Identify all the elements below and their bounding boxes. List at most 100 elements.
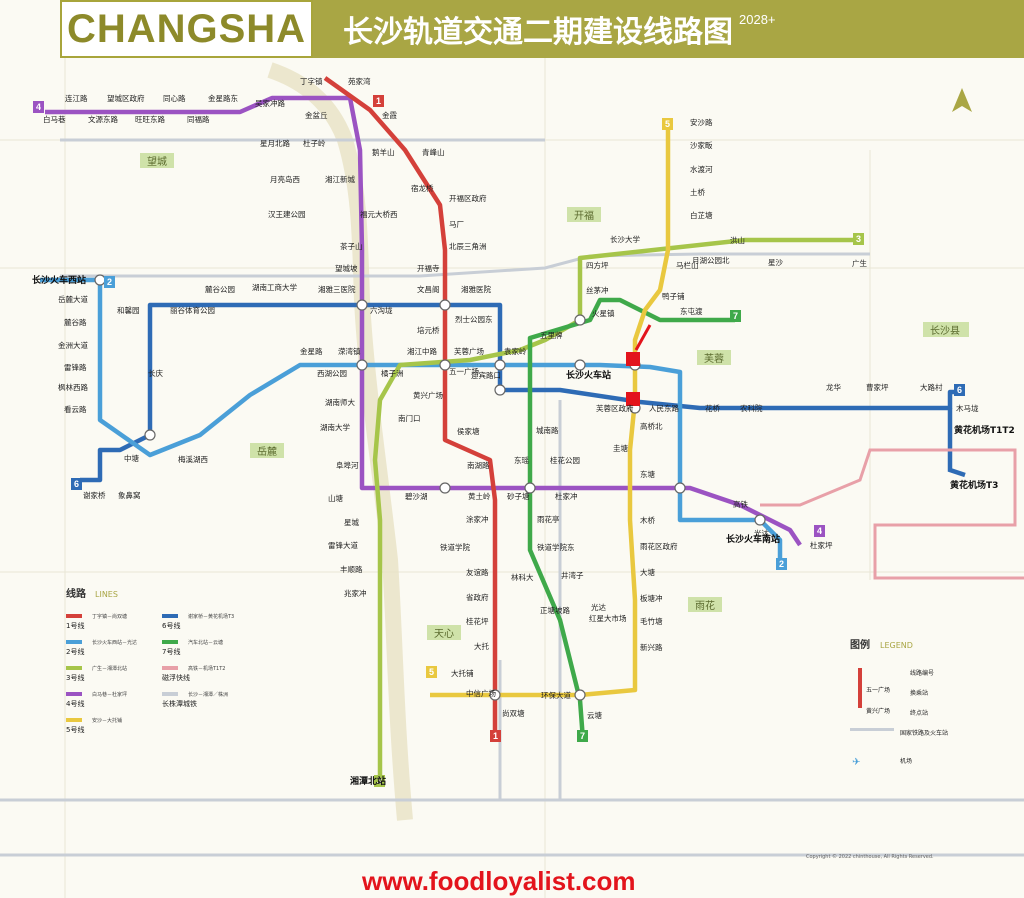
svg-text:谢家桥－黄花机场T3: 谢家桥－黄花机场T3 <box>188 613 234 620</box>
svg-text:井湾子: 井湾子 <box>561 570 584 580</box>
svg-text:高桥北: 高桥北 <box>640 421 663 431</box>
svg-text:宿龙桥: 宿龙桥 <box>411 183 434 193</box>
svg-text:4: 4 <box>817 526 822 536</box>
svg-text:花桥: 花桥 <box>705 403 720 413</box>
svg-text:中塘: 中塘 <box>124 453 139 463</box>
svg-text:白马巷－杜家坪: 白马巷－杜家坪 <box>92 691 127 698</box>
svg-text:苑家湾: 苑家湾 <box>348 76 371 86</box>
svg-text:6号线: 6号线 <box>162 621 180 630</box>
svg-text:丽谷体育公园: 丽谷体育公园 <box>170 305 215 315</box>
svg-text:板塘冲: 板塘冲 <box>640 593 663 603</box>
svg-text:文昌阁: 文昌阁 <box>417 284 440 294</box>
svg-text:橘子洲: 橘子洲 <box>381 368 404 378</box>
svg-text:雨花区政府: 雨花区政府 <box>640 541 678 551</box>
svg-text:五一广场: 五一广场 <box>449 366 479 376</box>
svg-text:袁家岭: 袁家岭 <box>504 346 527 356</box>
svg-text:木马垅: 木马垅 <box>956 403 979 413</box>
svg-text:换乘站: 换乘站 <box>910 689 928 697</box>
svg-text:涂家冲: 涂家冲 <box>466 514 489 524</box>
svg-text:溁湾镇: 溁湾镇 <box>338 346 361 356</box>
svg-text:5号线: 5号线 <box>66 725 84 734</box>
svg-text:吴家冲路: 吴家冲路 <box>255 98 285 108</box>
svg-text:线路: 线路 <box>66 587 87 600</box>
svg-text:尚双塘: 尚双塘 <box>502 708 525 718</box>
svg-text:铁道学院: 铁道学院 <box>440 542 470 552</box>
svg-text:福元大桥西: 福元大桥西 <box>360 209 398 219</box>
svg-text:2: 2 <box>779 559 784 569</box>
major-stations: 长沙火车西站 长沙火车站 长沙火车南站 湘潭北站 黄花机场T1T2 黄花机场T3 <box>32 274 1015 787</box>
svg-text:铁道学院东: 铁道学院东 <box>537 542 575 552</box>
svg-text:3: 3 <box>377 776 382 786</box>
svg-text:金洲大道: 金洲大道 <box>58 340 88 350</box>
svg-text:丁字镇: 丁字镇 <box>300 76 323 86</box>
svg-text:培元桥: 培元桥 <box>417 325 440 335</box>
svg-text:2: 2 <box>107 277 112 287</box>
svg-text:中信广场: 中信广场 <box>466 688 496 698</box>
svg-text:林科大: 林科大 <box>511 572 534 582</box>
svg-text:黄花机场T3: 黄花机场T3 <box>950 479 998 491</box>
svg-text:新兴路: 新兴路 <box>640 642 663 652</box>
svg-text:黄兴广场: 黄兴广场 <box>413 390 443 400</box>
svg-text:金盆丘: 金盆丘 <box>305 110 328 120</box>
line-1-route <box>323 76 498 740</box>
svg-text:雨花亭: 雨花亭 <box>537 514 560 524</box>
svg-text:高铁－机场T1T2: 高铁－机场T1T2 <box>188 665 225 672</box>
svg-text:安沙路: 安沙路 <box>690 117 713 127</box>
district-labels: 望城 开福 长沙县 芙蓉 岳麓 雨花 天心 <box>140 153 969 640</box>
svg-text:湘江新城: 湘江新城 <box>325 174 355 184</box>
svg-text:六沟垅: 六沟垅 <box>370 305 393 315</box>
svg-text:丰顺路: 丰顺路 <box>340 564 363 574</box>
svg-text:火星镇: 火星镇 <box>592 308 615 318</box>
svg-text:和馨园: 和馨园 <box>117 306 140 315</box>
svg-text:开福区政府: 开福区政府 <box>449 193 487 203</box>
svg-text:曹家坪: 曹家坪 <box>866 382 889 392</box>
svg-text:雨花: 雨花 <box>695 599 715 612</box>
svg-text:光达: 光达 <box>591 602 606 612</box>
svg-text:农科院: 农科院 <box>740 403 763 413</box>
map-title: 长沙轨道交通二期建设线路图 <box>343 15 733 50</box>
svg-text:五里牌: 五里牌 <box>540 330 563 340</box>
svg-text:看云路: 看云路 <box>64 404 87 414</box>
svg-text:天心: 天心 <box>434 628 454 640</box>
svg-text:鸭子铺: 鸭子铺 <box>662 291 685 301</box>
background-grid <box>0 58 1024 898</box>
line-badges: 1 1 2 2 3 3 4 4 5 5 6 6 7 7 <box>33 95 965 787</box>
svg-text:长沙大学: 长沙大学 <box>610 234 640 244</box>
svg-text:同福路: 同福路 <box>187 114 210 124</box>
svg-text:7号线: 7号线 <box>162 647 180 656</box>
highlight-marker <box>626 392 640 406</box>
svg-text:长沙火车南站: 长沙火车南站 <box>726 533 780 545</box>
svg-text:线路编号: 线路编号 <box>910 669 934 677</box>
svg-text:正塘坡路: 正塘坡路 <box>540 605 570 615</box>
svg-text:广生: 广生 <box>852 258 867 268</box>
svg-text:湘江中路: 湘江中路 <box>407 346 437 356</box>
svg-text:安沙－大托铺: 安沙－大托铺 <box>92 717 122 724</box>
svg-text:光达: 光达 <box>754 528 769 538</box>
north-arrow-icon <box>952 88 972 112</box>
svg-text:省政府: 省政府 <box>466 592 489 602</box>
svg-text:7: 7 <box>580 731 585 741</box>
svg-text:象鼻窝: 象鼻窝 <box>118 490 141 500</box>
svg-text:长沙火车西站－光达: 长沙火车西站－光达 <box>92 639 137 646</box>
svg-text:侯家塘: 侯家塘 <box>457 426 480 436</box>
svg-text:3号线: 3号线 <box>66 673 84 682</box>
svg-text:南门口: 南门口 <box>398 413 421 423</box>
svg-text:杜子岭: 杜子岭 <box>303 138 326 148</box>
svg-text:马厂: 马厂 <box>449 220 464 229</box>
svg-text:金星路: 金星路 <box>300 346 323 356</box>
svg-text:黄兴广场: 黄兴广场 <box>866 707 890 715</box>
svg-text:杜家坪: 杜家坪 <box>810 540 833 550</box>
svg-text:终点站: 终点站 <box>910 709 928 717</box>
svg-text:望城区政府: 望城区政府 <box>107 93 145 103</box>
city-name: CHANGSHA <box>66 6 307 51</box>
svg-text:麓谷公园: 麓谷公园 <box>205 284 235 294</box>
svg-text:南湖路: 南湖路 <box>467 460 490 470</box>
svg-text:大路村: 大路村 <box>920 382 943 392</box>
line-6-route <box>80 302 965 483</box>
svg-text:迎宾路口: 迎宾路口 <box>471 370 501 380</box>
svg-text:雷锋路: 雷锋路 <box>64 362 87 372</box>
svg-text:旺旺东路: 旺旺东路 <box>135 114 165 124</box>
svg-text:碧沙湖: 碧沙湖 <box>405 491 428 501</box>
svg-text:星沙: 星沙 <box>768 258 783 267</box>
